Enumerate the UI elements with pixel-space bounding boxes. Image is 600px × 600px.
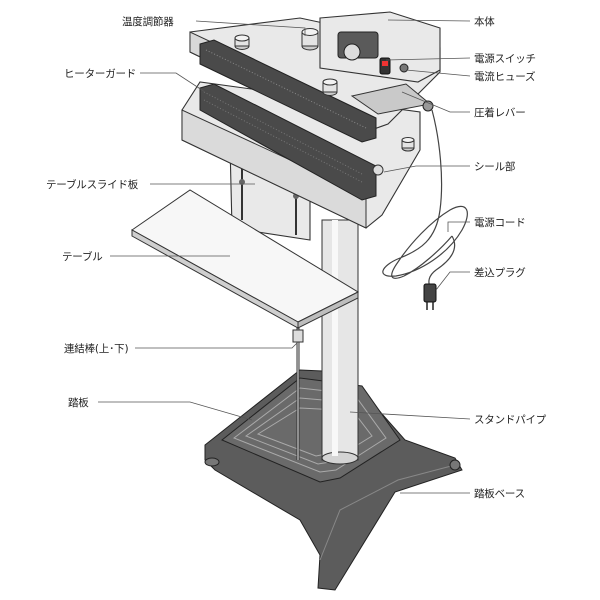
label-main-body: 本体: [474, 16, 495, 28]
temp-controller-knob[interactable]: [301, 28, 319, 51]
label-heater-guard: ヒーターガード: [64, 68, 137, 80]
power-switch[interactable]: [379, 57, 391, 75]
knob-lower[interactable]: [401, 137, 415, 152]
label-table-slide-plate: テーブルスライド板: [46, 179, 139, 191]
label-current-fuse: 電流ヒューズ: [474, 71, 536, 83]
label-plug: 差込プラグ: [474, 267, 526, 279]
label-pressure-lever: 圧着レバー: [474, 107, 526, 119]
leader-lines: [98, 19, 471, 494]
label-link-rod: 連結棒(上･下): [64, 343, 129, 355]
plug[interactable]: [423, 283, 437, 310]
label-pedal-base: 踏板ベース: [474, 488, 525, 500]
knob-center[interactable]: [322, 78, 338, 96]
label-table: テーブル: [62, 251, 103, 263]
label-seal-part: シール部: [474, 161, 516, 173]
table[interactable]: [131, 189, 360, 329]
knob-left[interactable]: [234, 34, 250, 50]
label-temp-controller: 温度調節器: [122, 16, 174, 28]
seal-part: [199, 39, 377, 143]
label-power-switch: 電源スイッチ: [474, 53, 536, 65]
control-box: [319, 11, 441, 83]
stand-pipe: [321, 219, 359, 465]
power-cord: [382, 109, 468, 289]
current-fuse[interactable]: [399, 63, 409, 73]
knob-bar-end: [372, 164, 384, 176]
label-pedal: 踏板: [68, 397, 89, 409]
label-power-cord: 電源コード: [474, 217, 526, 229]
heater-guard: [199, 83, 377, 201]
label-stand-pipe: スタンドパイプ: [474, 414, 547, 426]
